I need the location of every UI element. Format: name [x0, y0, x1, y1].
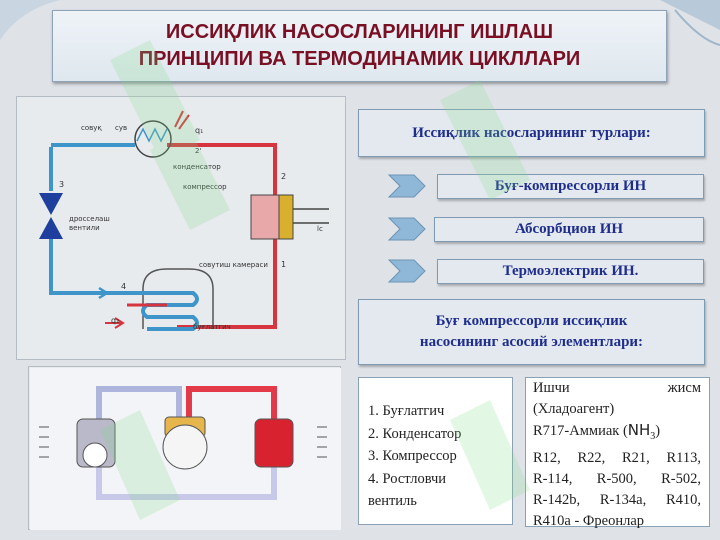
label-point-1: 1 — [281, 260, 286, 269]
label-cooling-chamber: совутиш камераси — [199, 261, 268, 269]
refrigerant-word-2: жисм — [667, 380, 701, 396]
label-point-4: 4 — [121, 282, 126, 291]
illustration-svg — [30, 368, 341, 530]
ammonia-subscript: 3 — [650, 431, 656, 443]
label-compressor: компрессор — [183, 183, 227, 191]
type-item-thermoelectric: Термоэлектрик ИН. — [437, 259, 704, 284]
label-cold-water: совуқ — [81, 124, 102, 132]
label-point-2prime: 2' — [195, 147, 201, 155]
refrigerant-box: Ишчи жисм (Хладоагент) R717-Аммиак (NH3)… — [525, 377, 710, 529]
label-q1: q₁ — [195, 126, 203, 135]
list-item: 4. Ростловчи — [368, 470, 447, 487]
elements-list: 1. Буғлатгич 2. Конденсатор 3. Компрессо… — [358, 377, 513, 525]
refrigerant-ammonia: R717-Аммиак (NH3) — [533, 420, 701, 447]
elements-header-line-1: Буғ компрессорли иссиқлик — [435, 313, 628, 329]
refrigerant-line: R12, R22, R21, R113, — [533, 449, 701, 466]
ammonia-suffix: ) — [655, 423, 661, 440]
elements-header: Буғ компрессорли иссиқлик насосининг асо… — [358, 299, 705, 365]
page-title: ИССИҚЛИК НАСОСЛАРИНИНГ ИШЛАШ ПРИНЦИПИ ВА… — [52, 10, 667, 82]
refrigerant-line: R-114, R-500, R-502, — [533, 470, 701, 487]
refrigerant-line-1: Ишчи жисм — [533, 378, 701, 399]
title-line-2: ПРИНЦИПИ ВА ТЕРМОДИНАМИК ЦИКЛЛАРИ — [138, 48, 581, 70]
list-item: 1. Буғлатгич — [368, 403, 445, 419]
type-item-vapor-compression: Буғ-компрессорли ИН — [437, 174, 704, 199]
chevron-right-icon — [388, 259, 426, 283]
refrigerant-word-1: Ишчи — [533, 380, 570, 396]
refrigerant-line-2: (Хладоагент) — [533, 401, 615, 418]
label-lc: lc — [317, 225, 323, 233]
chevron-right-icon — [388, 174, 426, 198]
label-throttle-1: дросселаш — [69, 215, 110, 223]
label-q2: q₂ — [111, 316, 119, 325]
ammonia-prefix: R717-Аммиак ( — [533, 423, 628, 440]
refrigerant-last-line: R410a - Фреонлар — [533, 513, 645, 530]
label-condenser: конденсатор — [173, 163, 221, 171]
type-item-absorption: Абсорбцион ИН — [434, 217, 704, 242]
schematic-svg: совуқ сув q₁ 2' конденсатор компрессор 2… — [39, 110, 329, 331]
label-evaporator: буғлатгич — [193, 323, 231, 331]
heat-pump-schematic: совуқ сув q₁ 2' конденсатор компрессор 2… — [16, 96, 346, 360]
heat-pump-illustration — [28, 366, 341, 530]
list-item: 3. Компрессор — [368, 448, 457, 464]
chevron-right-icon — [388, 217, 426, 241]
ammonia-formula: NH — [627, 421, 651, 440]
list-item: вентиль — [368, 493, 417, 509]
list-item: 2. Конденсатор — [368, 425, 462, 442]
label-point-2: 2 — [281, 172, 286, 181]
label-point-3: 3 — [59, 180, 64, 189]
refrigerant-line: R-142b, R-134a, R410, — [533, 491, 701, 508]
elements-header-line-2: насосининг асосий элементлари: — [419, 334, 644, 350]
title-line-1: ИССИҚЛИК НАСОСЛАРИНИНГ ИШЛАШ — [165, 21, 554, 43]
label-water: сув — [115, 124, 127, 132]
types-header: Иссиқлик насосларининг турлари: — [358, 109, 705, 157]
label-throttle-2: вентили — [69, 224, 100, 232]
